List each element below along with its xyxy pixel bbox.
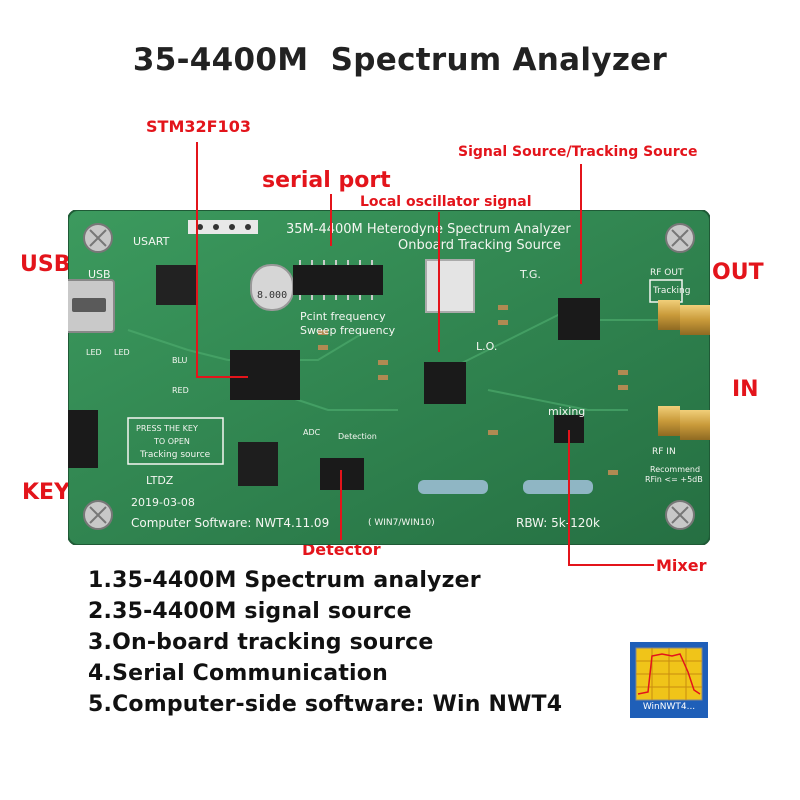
board-heading-1: 35M-4400M Heterodyne Spectrum Analyzer	[286, 222, 571, 237]
feature-4: 4.Serial Communication	[88, 661, 388, 686]
detector-leader	[340, 470, 342, 540]
board-rbw: RBW: 5k-120k	[516, 516, 600, 530]
board-lo: L.O.	[476, 340, 498, 353]
local-oscillator-label: Local oscillator signal	[360, 194, 532, 210]
source-leader	[580, 164, 582, 284]
winnwt4-app-label: WinNWT4...	[642, 702, 696, 712]
board-tg: T.G.	[520, 268, 541, 281]
out-label: OUT	[712, 260, 764, 285]
stm32-label: STM32F103	[146, 117, 251, 136]
board-led-2: LED	[114, 348, 130, 357]
board-ltdz: LTDZ	[146, 474, 174, 487]
board-led-1: LED	[86, 348, 102, 357]
key-label: KEY	[22, 480, 71, 505]
board-rf-out: RF OUT	[650, 268, 684, 278]
usb-label: USB	[20, 252, 71, 277]
board-usart: USART	[133, 235, 170, 248]
board-heading-2: Onboard Tracking Source	[398, 238, 562, 253]
pcb-board	[68, 210, 710, 545]
mixer-label: Mixer	[656, 556, 707, 575]
feature-3: 3.On-board tracking source	[88, 630, 434, 655]
page-title: 35-4400M Spectrum Analyzer	[132, 42, 668, 78]
in-label: IN	[732, 377, 759, 402]
board-rf-in: RF IN	[652, 447, 676, 457]
board-software: Computer Software: NWT4.11.09	[131, 516, 330, 530]
stm32-leader	[196, 142, 198, 378]
board-tracking: Tracking	[653, 286, 691, 296]
board-usb: USB	[88, 268, 111, 281]
mixer-leader	[568, 430, 570, 566]
board-adc: ADC	[303, 428, 321, 437]
board-pcint-1: Pcint frequency	[300, 310, 386, 323]
signal-source-label: Signal Source/Tracking Source	[458, 144, 698, 160]
board-pcint-2: Sweep frequency	[300, 324, 396, 337]
osc-leader	[438, 212, 440, 352]
board-recommend-1: Recommend	[650, 465, 701, 474]
board-crystal: 8.000	[257, 290, 288, 301]
feature-5: 5.Computer-side software: Win NWT4	[88, 692, 563, 717]
board-press-3: Tracking source	[140, 450, 211, 460]
winnwt4-app-icon[interactable]	[630, 642, 708, 718]
board-detection: Detection	[338, 432, 377, 441]
board-mixing: mixing	[548, 405, 586, 418]
board-press-2: TO OPEN	[154, 437, 190, 446]
serial-port-label: serial port	[262, 168, 391, 193]
feature-1: 1.35-4400M Spectrum analyzer	[88, 568, 481, 593]
feature-2: 2.35-4400M signal source	[88, 599, 412, 624]
board-blu: BLU	[172, 356, 188, 365]
board-win: ( WIN7/WIN10)	[368, 518, 435, 528]
mixer-leader-h	[568, 564, 654, 566]
stm32-leader-h	[196, 376, 248, 378]
serial-leader	[330, 194, 332, 246]
board-press-1: PRESS THE KEY	[136, 424, 198, 433]
board-recommend-2: RFin <= +5dB	[645, 475, 703, 484]
board-date: 2019-03-08	[131, 496, 195, 509]
board-red: RED	[172, 386, 189, 395]
